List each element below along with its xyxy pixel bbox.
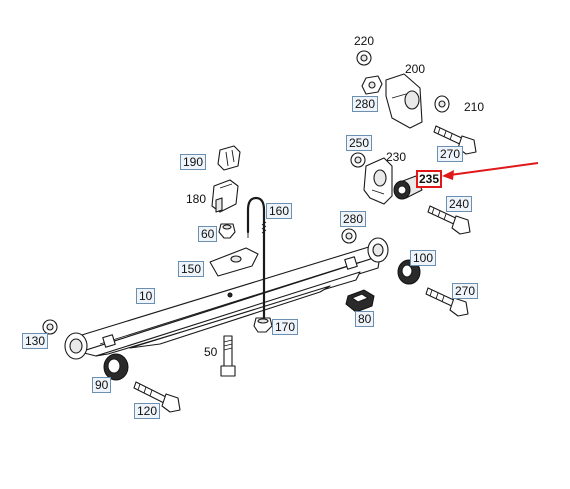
callout-arrow [442, 162, 539, 180]
washer-220[interactable] [356, 50, 372, 66]
label-270[interactable]: 270 [452, 283, 479, 299]
bolt-50[interactable] [220, 335, 236, 377]
label-230: 230 [386, 150, 407, 164]
label-220: 220 [354, 34, 375, 48]
label-280[interactable]: 280 [340, 211, 367, 227]
washer-130[interactable] [42, 319, 58, 335]
hanger-200[interactable] [385, 73, 423, 129]
label-250[interactable]: 250 [346, 135, 373, 151]
clamp-180[interactable] [211, 179, 239, 213]
label-160[interactable]: 160 [266, 203, 293, 219]
bolt-120[interactable] [133, 381, 181, 413]
label-240[interactable]: 240 [446, 196, 473, 212]
label-80[interactable]: 80 [355, 311, 375, 327]
label-60[interactable]: 60 [198, 226, 218, 242]
plate-150[interactable] [209, 247, 259, 277]
label-90[interactable]: 90 [92, 377, 112, 393]
label-200: 200 [405, 62, 426, 76]
bushing-90[interactable] [103, 353, 129, 381]
label-180: 180 [186, 192, 207, 206]
pad-80[interactable] [345, 289, 375, 313]
label-130[interactable]: 130 [22, 333, 49, 349]
bracket-190[interactable] [217, 145, 241, 171]
bolt-240[interactable] [427, 205, 471, 235]
label-210: 210 [464, 100, 485, 114]
label-280[interactable]: 280 [352, 96, 379, 112]
label-120[interactable]: 120 [134, 403, 161, 419]
label-235[interactable]: 235 [416, 170, 443, 188]
label-50: 50 [204, 345, 218, 359]
label-190[interactable]: 190 [180, 154, 207, 170]
washer-280-mid[interactable] [341, 228, 357, 244]
leaf-spring[interactable] [64, 237, 389, 360]
washer-250[interactable] [350, 152, 366, 168]
label-270[interactable]: 270 [437, 146, 464, 162]
label-150[interactable]: 150 [178, 261, 205, 277]
nut-280-top[interactable] [361, 75, 383, 95]
nut-170[interactable] [253, 317, 273, 333]
shackle-230[interactable] [363, 157, 393, 205]
bolt-270-lower[interactable] [425, 287, 469, 317]
label-170[interactable]: 170 [272, 319, 299, 335]
label-10[interactable]: 10 [136, 288, 156, 304]
nut-60[interactable] [218, 223, 236, 239]
u-bolt[interactable] [246, 196, 267, 322]
label-100[interactable]: 100 [410, 250, 437, 266]
washer-210[interactable] [434, 95, 450, 113]
bolt-270-upper[interactable] [433, 125, 477, 155]
bushing-100[interactable] [397, 259, 421, 285]
